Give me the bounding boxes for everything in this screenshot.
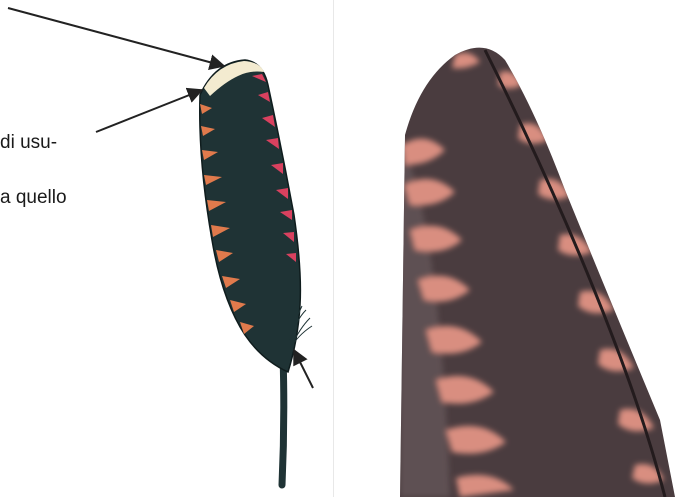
feather-photo [390, 30, 690, 497]
feather-shaft [282, 355, 284, 485]
arrow-icon [96, 90, 202, 132]
arrow-icon [8, 8, 224, 66]
feather-drawing [200, 60, 312, 485]
arrow-icon [294, 350, 313, 388]
